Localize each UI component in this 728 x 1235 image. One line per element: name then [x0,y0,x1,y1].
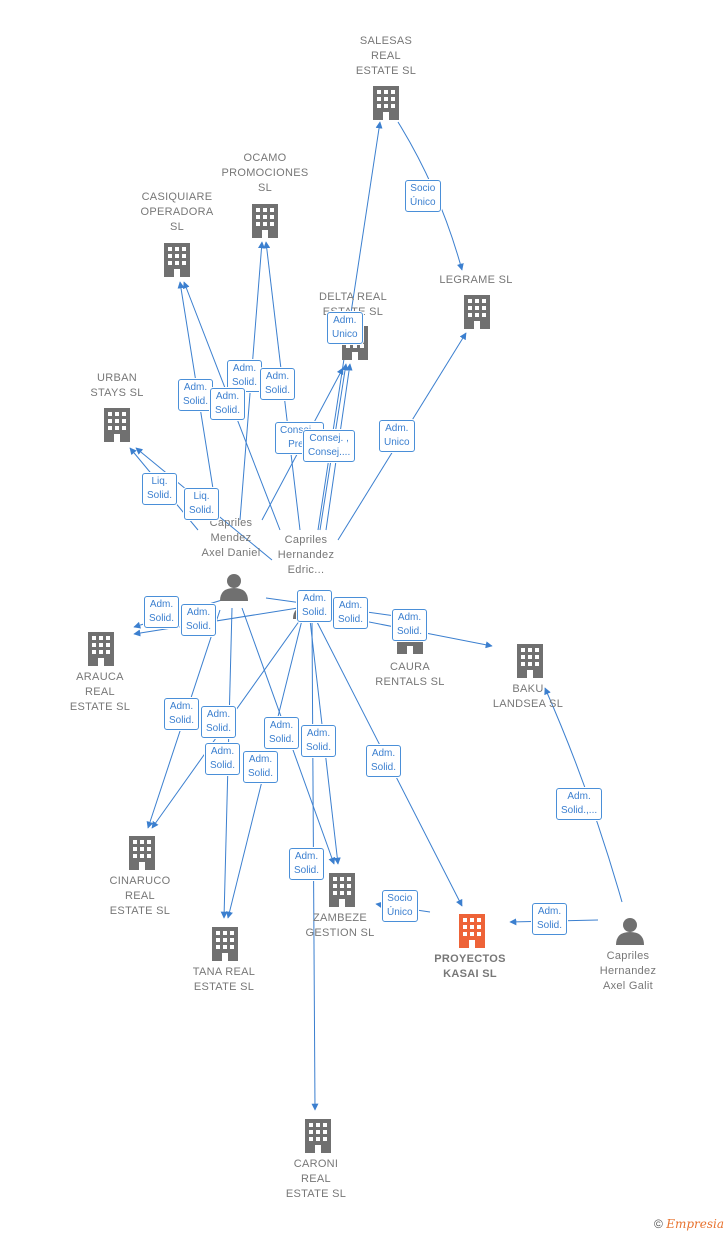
relation-badge[interactable]: Adm. Solid. [144,596,180,628]
baku-building-icon [517,644,543,678]
caroni-building-icon [305,1119,331,1153]
relation-badge[interactable]: Adm. Unico [379,420,415,452]
casiquiare-building-icon [164,243,190,277]
relation-badge[interactable]: Adm. Solid. [260,368,296,400]
arauca-building-icon [88,632,114,666]
urban-building-icon [104,408,130,442]
relation-badge[interactable]: Adm. Solid. [164,698,200,730]
node-proyectos-kasai[interactable]: PROYECTOS KASAI SL [420,952,520,982]
footer-credit[interactable]: © Empresia [654,1217,724,1231]
tana-building-icon [212,927,238,961]
relation-badge[interactable]: Adm. Solid. [201,706,237,738]
relation-badge[interactable]: Socio Único [405,180,441,212]
node-capriles-mendez-axel-daniel[interactable]: Capriles Mendez Axel Daniel [186,516,276,561]
node-tana[interactable]: TANA REAL ESTATE SL [174,965,274,995]
node-label: Capriles Mendez Axel Daniel [201,517,261,559]
node-label: TANA REAL ESTATE SL [192,966,256,993]
node-label: ARAUCA REAL ESTATE SL [69,671,131,713]
node-cinaruco[interactable]: CINARUCO REAL ESTATE SL [90,874,190,919]
node-caura[interactable]: CAURA RENTALS SL [360,660,460,690]
node-casiquiare[interactable]: CASIQUIARE OPERADORA SL [120,190,234,235]
salesas-building-icon [373,86,399,120]
node-label: Capriles Hernandez Axel Galit [599,950,657,992]
node-label: LEGRAME SL [439,274,513,286]
relation-badge[interactable]: Liq. Solid. [142,473,178,505]
relation-badge[interactable]: Consej. , Consej.... [303,430,356,462]
relation-badge[interactable]: Adm. Solid. [178,379,214,411]
node-label: SALESAS REAL ESTATE SL [355,35,417,77]
node-label: PROYECTOS KASAI SL [434,953,506,980]
relation-badge[interactable]: Socio Único [382,890,418,922]
legrame-building-icon [464,295,490,329]
relation-badge[interactable]: Liq. Solid. [184,488,220,520]
node-label: CASIQUIARE OPERADORA SL [140,191,214,233]
node-arauca[interactable]: ARAUCA REAL ESTATE SL [50,670,150,715]
node-baku[interactable]: BAKU LANDSEA SL [478,682,578,712]
node-salesas[interactable]: SALESAS REAL ESTATE SL [336,34,436,79]
zambeze-building-icon [329,873,355,907]
cinaruco-building-icon [129,836,155,870]
proyectos-building-icon [459,914,485,948]
node-label: ZAMBEZE GESTION SL [305,912,375,939]
relation-badge[interactable]: Adm. Solid.,... [556,788,603,820]
node-label: CARONI REAL ESTATE SL [285,1158,347,1200]
ocamo-building-icon [252,204,278,238]
relation-badge[interactable]: Adm. Solid. [210,388,246,420]
daniel-person-icon [220,574,248,601]
node-label: URBAN STAYS SL [90,372,144,399]
node-caroni[interactable]: CARONI REAL ESTATE SL [266,1157,366,1202]
relation-badge[interactable]: Adm. Solid. [227,360,263,392]
relation-badge[interactable]: Consej. , Pres. [275,422,325,454]
relation-badge[interactable]: Adm. Solid. [366,745,402,777]
relation-badge[interactable]: Adm. Solid. [333,597,369,629]
relation-badge[interactable]: Adm. Solid. [205,743,241,775]
relation-badge[interactable]: Adm. Solid. [264,717,300,749]
node-ocamo[interactable]: OCAMO PROMOCIONES SL [205,151,325,196]
relation-badge[interactable]: Adm. Solid. [392,609,428,641]
relation-badge[interactable]: Adm. Solid. [289,848,325,880]
node-capriles-hernandez-edric[interactable]: Capriles Hernandez Edric... [262,533,350,578]
relation-badge[interactable]: Adm. Unico [327,312,363,344]
brand-logo: Empresia [666,1217,724,1231]
node-label: CINARUCO REAL ESTATE SL [109,875,171,917]
relation-badge[interactable]: Adm. Solid. [181,604,217,636]
relation-badge[interactable]: Adm. Solid. [297,590,333,622]
node-label: BAKU LANDSEA SL [492,683,564,710]
node-urban[interactable]: URBAN STAYS SL [70,371,164,401]
node-label: OCAMO PROMOCIONES SL [221,152,309,194]
copyright-icon: © [654,1217,663,1231]
relation-badge[interactable]: Adm. Solid. [532,903,568,935]
node-zambeze[interactable]: ZAMBEZE GESTION SL [290,911,390,941]
galit-person-icon [616,918,644,945]
node-legrame[interactable]: LEGRAME SL [426,273,526,288]
node-label: Capriles Hernandez Edric... [277,534,335,576]
relation-badge[interactable]: Adm. Solid. [243,751,279,783]
node-capriles-hernandez-axel-galit[interactable]: Capriles Hernandez Axel Galit [580,949,676,994]
node-label: CAURA RENTALS SL [375,661,445,688]
relation-badge[interactable]: Adm. Solid. [301,725,337,757]
